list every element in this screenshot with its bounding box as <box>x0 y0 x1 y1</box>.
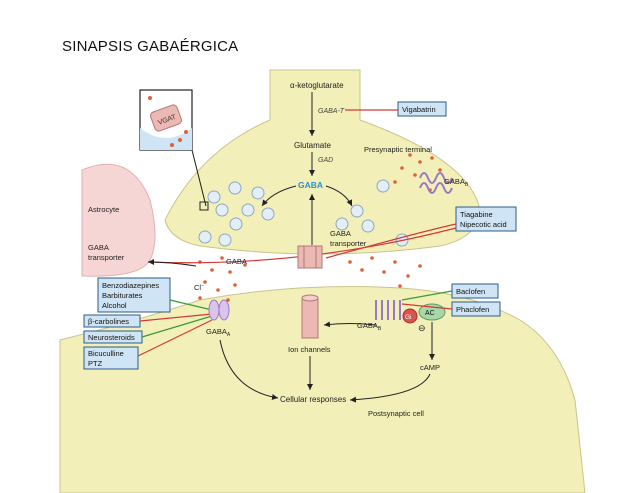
gaba-transporter-mid-label-1: GABA <box>330 229 351 238</box>
presynaptic-terminal-label: Presynaptic terminal <box>364 145 432 154</box>
postsynaptic-cell-label: Postsynaptic cell <box>368 409 424 418</box>
gaba-transporter-left-label-2: transporter <box>88 253 125 262</box>
gaba-transporter-mid-label-2: transporter <box>330 239 367 248</box>
presynaptic-gaba-b-receptor <box>419 172 453 194</box>
vgat-inset: VGAT <box>139 89 209 211</box>
astrocyte-shape <box>81 163 156 277</box>
synaptic-vesicles <box>198 179 409 247</box>
postsynaptic-cell <box>59 286 586 493</box>
neurosteroids-label: Neurosteroids <box>88 333 135 342</box>
postsynaptic-gaba-b-receptor <box>375 300 401 320</box>
bicuculline-box: Bicuculline PTZ <box>83 346 139 370</box>
gaba-molecules <box>198 153 454 302</box>
cellular-responses-label: Cellular responses <box>280 395 346 404</box>
gi-label: Gi <box>405 314 412 321</box>
ptz-label: PTZ <box>88 359 103 368</box>
ion-channels-label: Ion channels <box>288 345 331 354</box>
alpha-ketoglutarate-label: α-ketoglutarate <box>290 81 344 90</box>
vigabatrin-box: Vigabatrin <box>397 101 447 117</box>
gaba-b-post-label: GABAB <box>357 321 382 332</box>
benzodiazepines-box: Benzodiazepines Barbiturates Alcohol <box>97 277 171 313</box>
gaba-center-label: GABA <box>298 180 323 190</box>
ac-label: AC <box>425 310 435 317</box>
benzodiazepines-label: Benzodiazepines <box>102 281 159 290</box>
tiagabine-box: Tiagabine Nipecotic acid <box>455 206 517 232</box>
tiagabine-label: Tiagabine <box>460 210 493 219</box>
baclofen-label: Baclofen <box>456 287 485 296</box>
alcohol-label: Alcohol <box>102 301 127 310</box>
barbiturates-label: Barbiturates <box>102 291 143 300</box>
bicuculline-label: Bicuculline <box>88 349 124 358</box>
neurosteroids-box: Neurosteroids <box>83 330 143 344</box>
nipecotic-acid-label: Nipecotic acid <box>460 220 507 229</box>
phaclofen-box: Phaclofen <box>451 301 501 317</box>
vigabatrin-label: Vigabatrin <box>402 105 436 114</box>
gaba-cleft-label: GABA <box>226 257 247 266</box>
slide-title: SINAPSIS GABAÉRGICA <box>62 38 239 55</box>
gaba-transporter-left-label-1: GABA <box>88 243 109 252</box>
gaba-a-receptor <box>208 299 230 321</box>
phaclofen-label: Phaclofen <box>456 305 489 314</box>
gi-protein <box>402 308 418 324</box>
ion-channel <box>301 294 319 339</box>
astrocyte-label: Astrocyte <box>88 205 119 214</box>
gaba-a-label: GABAA <box>206 327 231 338</box>
beta-carbolines-box: β-carbolines <box>83 314 141 328</box>
gaba-transporter-mid <box>297 245 323 269</box>
gad-label: GAD <box>318 157 333 164</box>
camp-label: cAMP <box>420 363 440 372</box>
gaba-t-label: GABA-T <box>318 108 345 115</box>
chloride-label: Cl− <box>194 283 204 292</box>
glutamate-label: Glutamate <box>294 141 331 150</box>
inhibit-sign: ⊖ <box>418 323 426 333</box>
beta-carbolines-label: β-carbolines <box>88 317 129 326</box>
baclofen-box: Baclofen <box>451 283 499 299</box>
gaba-b-pre-label: GABAB <box>444 177 469 188</box>
